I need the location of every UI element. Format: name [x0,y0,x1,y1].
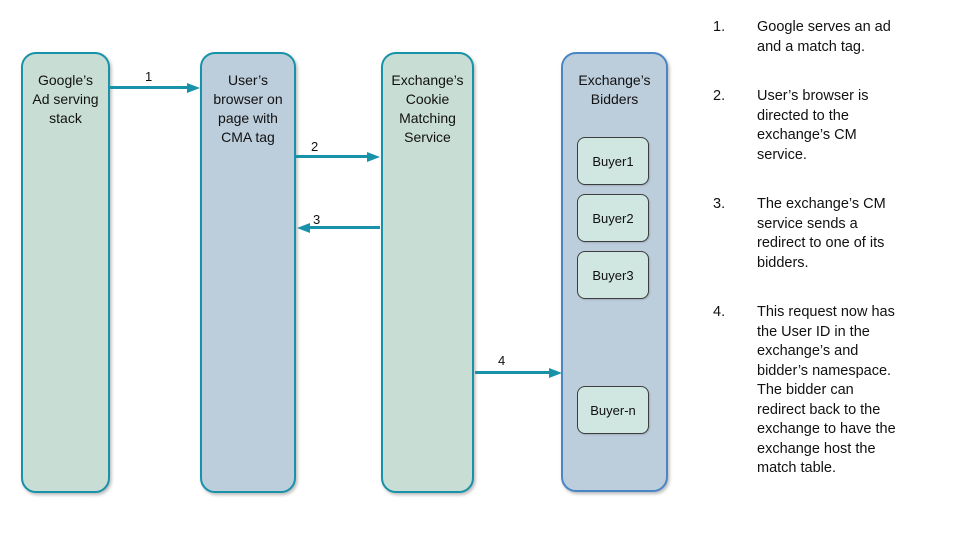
step-item: 3. The exchange’s CM service sends a red… [713,195,945,273]
arrow-label: 1 [145,69,153,84]
arrow-step-4: 4 [475,354,562,378]
step-number: 2. [713,88,726,104]
buyer-box: Buyer3 [577,251,649,299]
node-label: Exchange’s Cookie Matching Service [391,72,464,145]
step-text: This request now has the User ID in the … [757,304,896,476]
step-number: 4. [713,304,726,320]
node-label: Exchange’s Bidders [578,72,651,107]
arrowhead-right-icon [187,82,200,93]
arrow-step-3: 3 [297,213,380,233]
node-label: User’s browser on page with CMA tag [213,72,283,145]
arrowhead-right-icon [367,151,380,162]
arrow-label: 4 [498,353,506,368]
buyer-box: Buyer2 [577,194,649,242]
node-exchange-bidders: Exchange’s Bidders Buyer1 Buyer2 Buyer3 … [561,52,668,492]
node-google-ad-stack: Google’s Ad serving stack [21,52,110,493]
node-cookie-matching-service: Exchange’s Cookie Matching Service [381,52,474,493]
buyer-label: Buyer-n [590,402,636,418]
step-item: 4. This request now has the User ID in t… [713,303,945,479]
step-item: 2. User’s browser is directed to the exc… [713,87,945,165]
arrow-step-2: 2 [296,140,380,162]
step-text: The exchange’s CM service sends a redire… [757,196,886,271]
buyer-label: Buyer3 [592,267,634,283]
arrow-step-1: 1 [110,70,200,93]
arrowhead-right-icon [549,367,562,378]
step-number: 3. [713,196,726,212]
arrowhead-left-icon [297,222,310,233]
node-user-browser: User’s browser on page with CMA tag [200,52,296,493]
step-text: Google serves an ad and a match tag. [757,19,891,55]
buyer-label: Buyer2 [592,210,634,226]
buyer-label: Buyer1 [592,153,634,169]
buyer-box: Buyer-n [577,386,649,434]
node-label: Google’s Ad serving stack [32,72,99,126]
step-number: 1. [713,19,726,35]
buyer-box: Buyer1 [577,137,649,185]
arrow-label: 3 [313,212,321,227]
step-text: User’s browser is directed to the exchan… [757,88,869,163]
step-item: 1. Google serves an ad and a match tag. [713,18,945,57]
arrow-label: 2 [311,139,319,154]
steps-list: 1. Google serves an ad and a match tag. … [713,18,945,509]
